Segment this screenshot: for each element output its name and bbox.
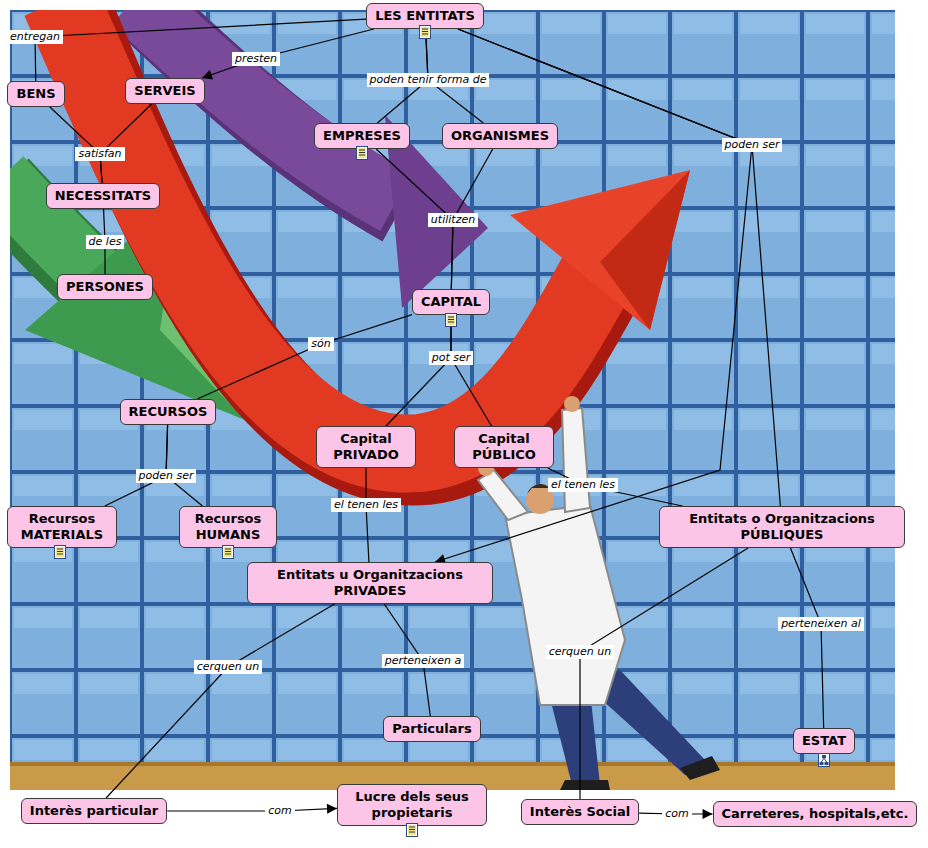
submap-icon bbox=[819, 754, 830, 767]
connector bbox=[105, 425, 168, 506]
concept-text: Recursos HUMANS bbox=[188, 511, 268, 543]
concept-box: CAPITAL bbox=[412, 289, 490, 315]
resource-icon bbox=[223, 546, 234, 559]
man-arm bbox=[562, 408, 590, 512]
concept-text: Particulars bbox=[392, 721, 471, 737]
linking-phrase: perteneixen a bbox=[382, 654, 465, 668]
linking-phrase: el tenen les bbox=[548, 478, 618, 492]
connector-group bbox=[35, 19, 824, 814]
red-arrow-head-shade bbox=[600, 170, 690, 330]
linking-phrase: utilitzen bbox=[428, 213, 478, 227]
resource-icon bbox=[55, 546, 66, 559]
concept-box: Capital PRIVADO bbox=[316, 426, 416, 468]
linking-phrase: poden ser bbox=[136, 469, 197, 483]
concept-text: PERSONES bbox=[66, 279, 144, 295]
connector bbox=[100, 104, 152, 183]
linking-phrase: entregan bbox=[7, 30, 63, 44]
concept-box: EMPRESES bbox=[314, 123, 410, 149]
man-coat bbox=[505, 505, 625, 705]
connector bbox=[790, 548, 823, 728]
concept-box: Particulars bbox=[383, 716, 480, 742]
linking-phrase: presten bbox=[232, 52, 280, 66]
man-arm bbox=[478, 470, 528, 520]
connector bbox=[166, 425, 202, 506]
connector bbox=[458, 29, 780, 506]
linking-phrase: de les bbox=[86, 235, 125, 249]
connector bbox=[50, 107, 102, 183]
linking-phrase: el tenen les bbox=[331, 498, 401, 512]
linking-phrase: pot ser bbox=[429, 351, 474, 365]
concept-box: Entitats u Organitzacions PRIVADES bbox=[247, 562, 493, 604]
connector bbox=[106, 604, 334, 798]
concept-text: Capital PÚBLICO bbox=[463, 431, 545, 463]
concept-box: Interès particular bbox=[21, 798, 167, 824]
concept-text: Recursos MATERIALS bbox=[16, 511, 108, 543]
concept-box: Recursos HUMANS bbox=[179, 506, 277, 548]
concept-text: Lucre dels seus propietaris bbox=[346, 789, 478, 821]
linking-phrase: com bbox=[265, 804, 295, 818]
concept-box: Recursos MATERIALS bbox=[7, 506, 117, 548]
linking-phrase: satisfan bbox=[75, 147, 124, 161]
connector bbox=[197, 315, 412, 399]
concept-text: Entitats u Organitzacions PRIVADES bbox=[256, 567, 484, 599]
concept-text: Carreteres, hospitals,etc. bbox=[722, 806, 909, 822]
concept-box: NECESSITATS bbox=[46, 183, 160, 209]
concept-text: Interès Social bbox=[530, 804, 630, 820]
connector bbox=[451, 315, 492, 426]
concept-text: Interès particular bbox=[30, 803, 158, 819]
concept-box: PERSONES bbox=[57, 274, 153, 300]
resource-icon bbox=[420, 26, 431, 39]
man-hand bbox=[564, 396, 580, 412]
man-shoe bbox=[680, 756, 720, 780]
connector bbox=[366, 468, 369, 562]
concept-text: RECURSOS bbox=[129, 404, 208, 420]
red-arrow-head bbox=[510, 170, 690, 330]
resource-icon bbox=[357, 147, 368, 160]
concept-text: SERVEIS bbox=[134, 83, 195, 99]
concept-text: CAPITAL bbox=[421, 294, 481, 310]
concept-text: EMPRESES bbox=[323, 128, 401, 144]
resource-icon bbox=[446, 314, 457, 327]
red-arrow-shaft bbox=[60, 10, 600, 454]
connector bbox=[580, 548, 748, 799]
concept-text: Capital PRIVADO bbox=[325, 431, 407, 463]
concept-text: ESTAT bbox=[802, 733, 846, 749]
concept-box: Capital PÚBLICO bbox=[454, 426, 554, 468]
concept-box: SERVEIS bbox=[125, 78, 204, 104]
concept-box: BENS bbox=[7, 81, 64, 107]
linking-phrase: poden tenir forma de bbox=[367, 73, 490, 87]
connector bbox=[202, 29, 374, 78]
linking-phrase: cerquen un bbox=[546, 645, 614, 659]
concept-box: Entitats o Organitzacions PÚBLIQUES bbox=[659, 506, 905, 548]
concept-box: ORGANISMES bbox=[442, 123, 558, 149]
concept-box: Lucre dels seus propietaris bbox=[337, 784, 487, 826]
concept-text: ORGANISMES bbox=[451, 128, 549, 144]
linking-phrase: com bbox=[662, 807, 692, 821]
concept-box: Interès Social bbox=[521, 799, 639, 825]
linking-phrase: cerquen un bbox=[194, 660, 262, 674]
concept-box: RECURSOS bbox=[120, 399, 217, 425]
linking-phrase: poden ser bbox=[722, 138, 783, 152]
connector bbox=[35, 19, 366, 81]
illustration-group bbox=[10, 10, 895, 790]
concept-text: BENS bbox=[16, 86, 55, 102]
linking-phrase: perteneixen al bbox=[778, 617, 864, 631]
resource-icon bbox=[407, 824, 418, 837]
concept-box: Carreteres, hospitals,etc. bbox=[713, 801, 918, 827]
concept-text: NECESSITATS bbox=[55, 188, 151, 204]
concept-text: Entitats o Organitzacions PÚBLIQUES bbox=[668, 511, 896, 543]
connector bbox=[167, 808, 337, 811]
connector bbox=[386, 315, 451, 426]
man-shoe bbox=[560, 780, 610, 790]
floor-edge bbox=[10, 762, 895, 766]
linking-phrase: són bbox=[308, 337, 333, 351]
connector bbox=[548, 468, 683, 506]
concept-box: ESTAT bbox=[793, 728, 855, 754]
concept-text: LES ENTITATS bbox=[375, 8, 475, 24]
